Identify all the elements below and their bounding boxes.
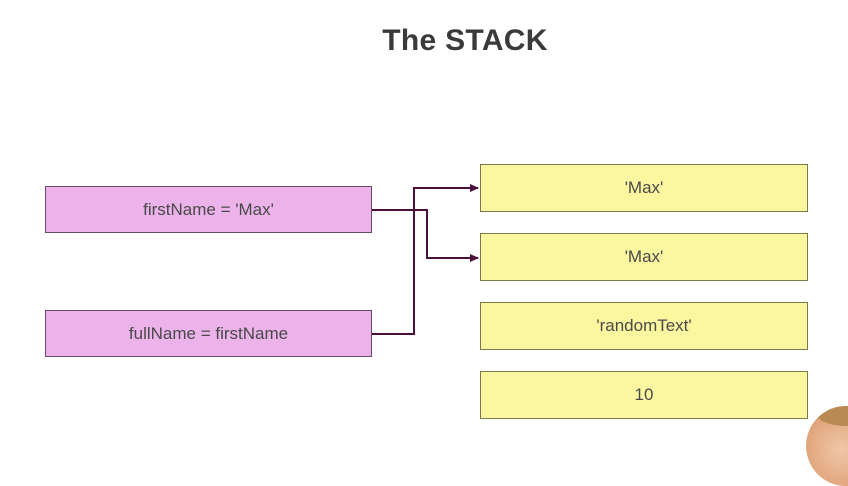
stack-value: 10 — [634, 385, 654, 404]
stack-value: 'Max' — [624, 247, 664, 266]
stack-value: 'randomText' — [596, 316, 692, 335]
page-title: The STACK — [382, 24, 548, 57]
pointer-arrows — [372, 184, 479, 335]
variable-box-firstname: firstName = 'Max' — [45, 186, 372, 233]
stack-cell: 10 — [480, 371, 808, 419]
stack-cell: 'Max' — [480, 233, 808, 281]
stack-value: 'Max' — [624, 178, 664, 197]
stack-cell: 'randomText' — [480, 302, 808, 350]
variable-box-fullname: fullName = firstName — [45, 310, 372, 357]
arrow-fullname-to-stack — [372, 184, 479, 335]
variable-label: fullName = firstName — [128, 323, 289, 343]
arrow-firstname-to-stack — [372, 209, 479, 262]
avatar-hair — [816, 406, 848, 426]
variable-label: firstName = 'Max' — [143, 199, 274, 219]
stack-cell: 'Max' — [480, 164, 808, 212]
